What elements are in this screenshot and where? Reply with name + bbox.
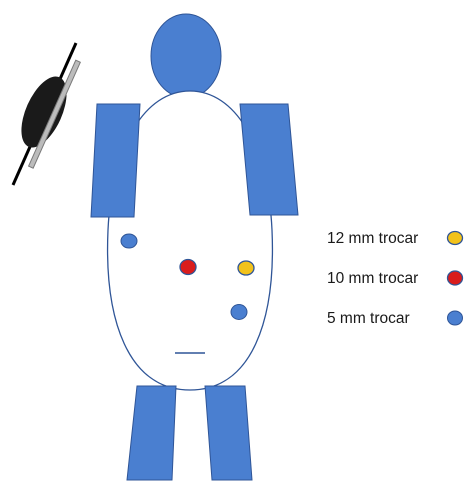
legend: 12 mm trocar 10 mm trocar 5 mm trocar — [327, 230, 463, 327]
patient-head — [151, 14, 221, 98]
patient-left-leg — [127, 386, 176, 480]
legend-label-10mm: 10 mm trocar — [327, 270, 418, 287]
legend-item-5mm: 5 mm trocar — [327, 310, 463, 327]
legend-item-10mm: 10 mm trocar — [327, 270, 463, 287]
monitor-icon — [12, 43, 80, 185]
port-10mm-center — [180, 260, 196, 275]
port-5mm-lower-right — [231, 305, 247, 320]
port-5mm-left — [121, 234, 137, 248]
patient-right-arm — [240, 104, 298, 215]
legend-label-12mm: 12 mm trocar — [327, 230, 418, 247]
legend-item-12mm: 12 mm trocar — [327, 230, 463, 247]
patient-right-leg — [205, 386, 252, 480]
blue-circle-icon — [448, 311, 463, 325]
port-12mm-right — [238, 261, 254, 275]
patient-left-arm — [91, 104, 140, 217]
red-circle-icon — [448, 271, 463, 285]
yellow-circle-icon — [448, 232, 463, 245]
legend-label-5mm: 5 mm trocar — [327, 310, 410, 327]
